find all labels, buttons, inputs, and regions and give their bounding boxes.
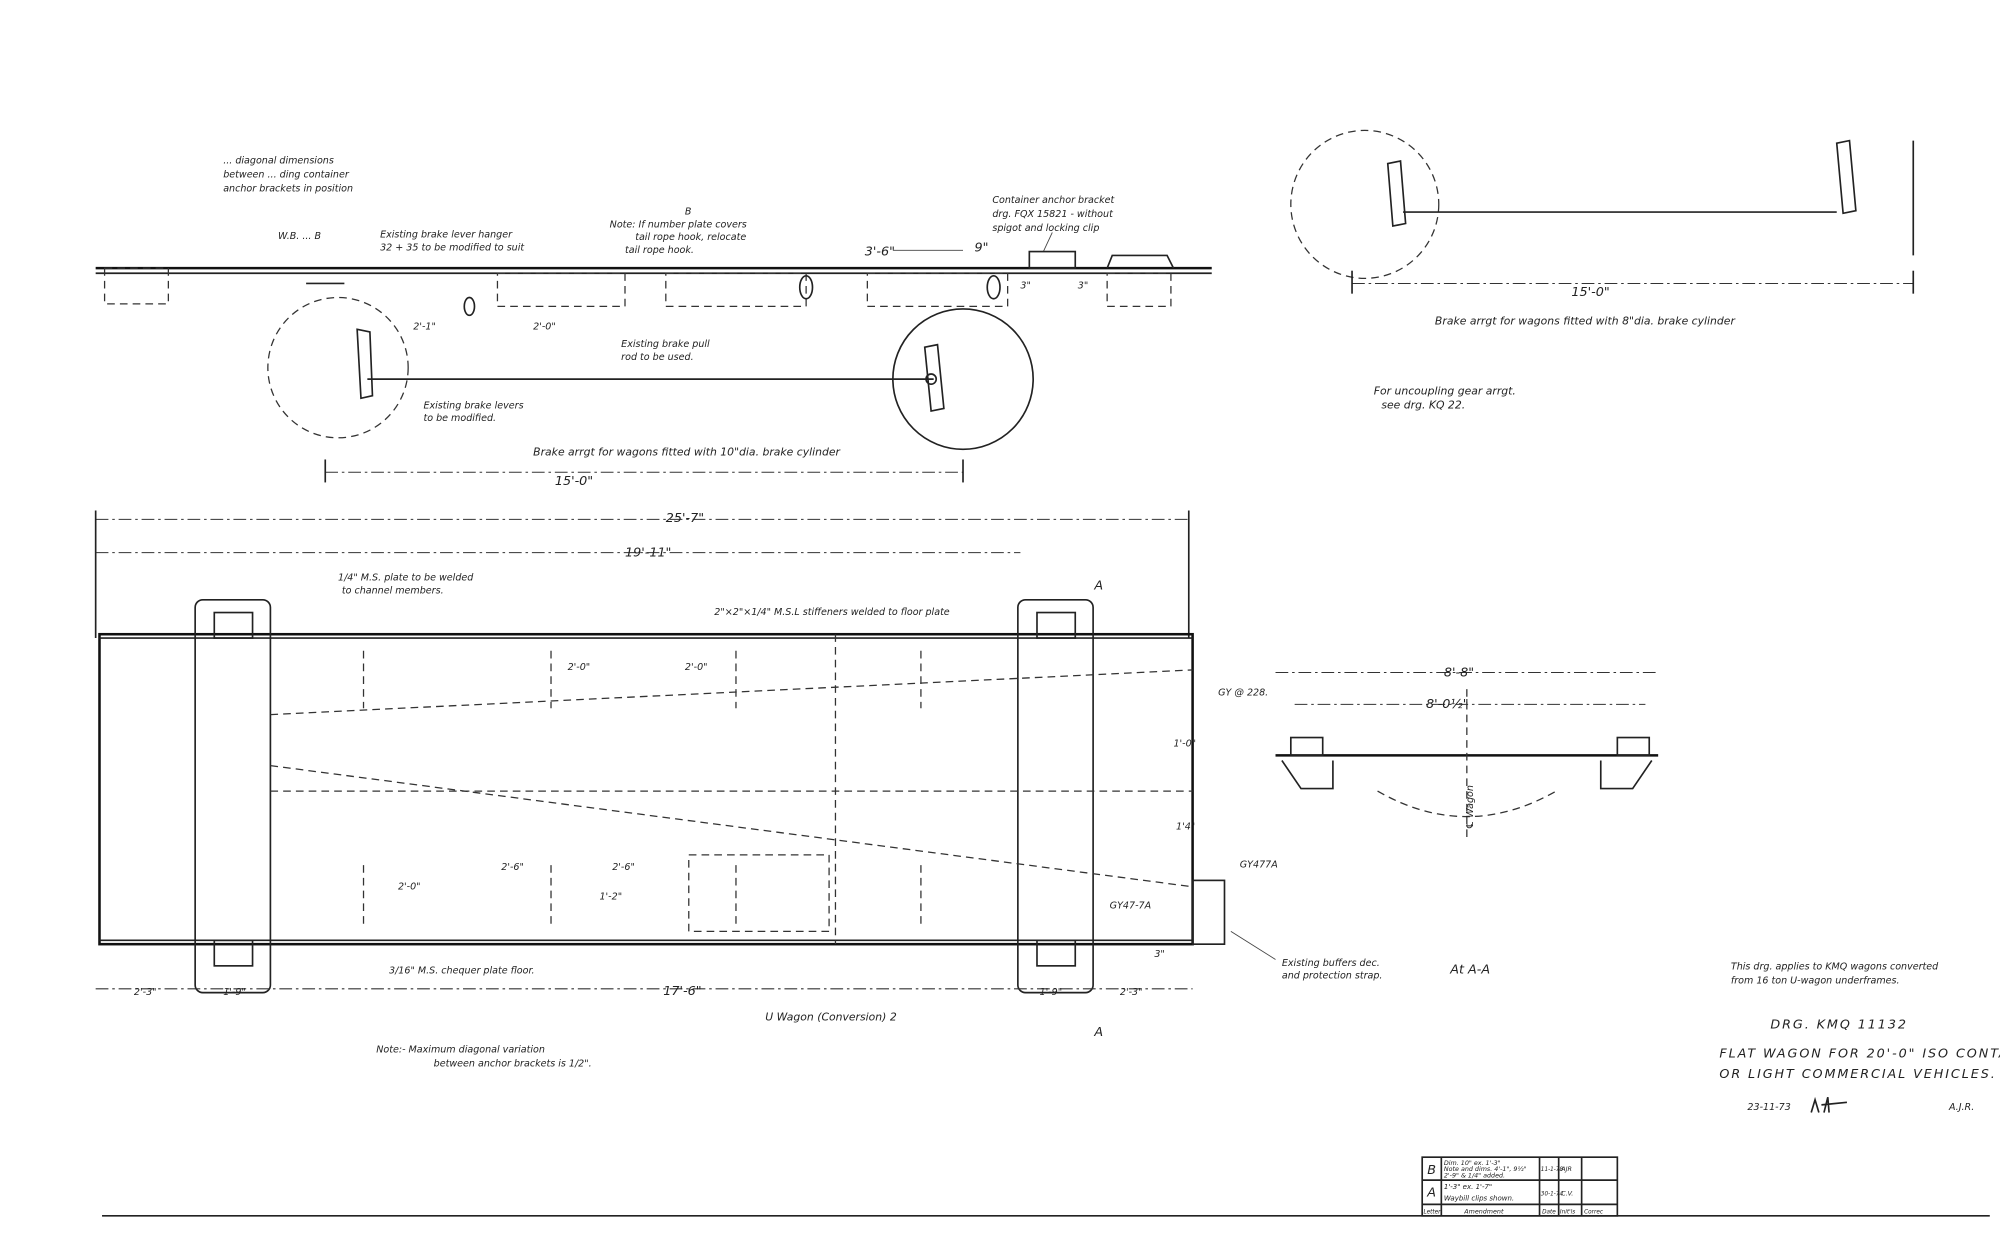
- signature: [1810, 1096, 1848, 1113]
- rev-header-correc: Correc: [1584, 1209, 1604, 1215]
- side-elevation: ... diagonal dimensions between ... ding…: [95, 156, 1212, 489]
- alt-brake-arrangement: 15'-0" Brake arrgt for wagons fitted wit…: [1290, 129, 1915, 411]
- dim-2-3-left: 2'-3": [134, 987, 157, 998]
- rev-a-amend-2: Waybill clips shown.: [1444, 1194, 1514, 1203]
- note-container-3: spigot and locking clip: [992, 223, 1099, 234]
- dim-1-4: 1'4": [1176, 821, 1195, 832]
- revision-table: B Dim. 10" ex. 1'-3" Note and dims. 4'-1…: [102, 1156, 1990, 1217]
- dim-2-3-right: 2'-3": [1120, 987, 1143, 998]
- note-hanger-1: Existing brake lever hanger: [380, 230, 513, 241]
- note-container-2: drg. FQX 15821 - without: [992, 209, 1114, 220]
- note-b-letter: B: [685, 207, 692, 218]
- note-pull-rod-1: Existing brake pull: [621, 339, 710, 350]
- dim-9: 9": [974, 241, 988, 256]
- note-levers-2: to be modified.: [423, 413, 496, 424]
- note-buffers-2: and protection strap.: [1282, 971, 1383, 982]
- dim-8-8: 8'-8": [1444, 665, 1474, 680]
- label-gy47-7a: GY47-7A: [1110, 900, 1151, 911]
- rev-header-date: Date: [1542, 1209, 1556, 1215]
- rev-b-date: 11-1-78: [1541, 1167, 1564, 1173]
- note-buffers-1: Existing buffers dec.: [1282, 958, 1380, 969]
- section-mark-top: A: [1093, 579, 1103, 594]
- drawing-title-1: FLAT WAGON FOR 20'-0" ISO CONTAINER: [1719, 1047, 2000, 1062]
- note-diagonal-2: between ... ding container: [223, 170, 350, 181]
- rev-b-initials: AJR: [1560, 1165, 1572, 1173]
- rev-a-letter: A: [1426, 1186, 1436, 1201]
- rev-b-amend-3: 2'-9" & 1/4" added.: [1444, 1172, 1505, 1180]
- note-wb: W.B. ... B: [278, 231, 321, 242]
- dim-8-0-half: 8'-0½": [1426, 697, 1469, 712]
- note-hanger-2: 32 + 35 to be modified to suit: [380, 242, 525, 253]
- note-floor: 3/16" M.S. chequer plate floor.: [389, 966, 535, 977]
- dim-2-1: 2'-1": [413, 321, 436, 332]
- note-b-3: tail rope hook.: [625, 245, 694, 256]
- rev-header-amendment: Amendment: [1463, 1207, 1504, 1215]
- note-max-diagonal-2: between anchor brackets is 1/2".: [434, 1059, 592, 1070]
- note-b-2: tail rope hook, relocate: [635, 232, 746, 243]
- dim-2-6-a: 2'-6": [501, 862, 524, 873]
- center-line-label: ℄ Wagon: [1465, 785, 1476, 829]
- rev-b-letter: B: [1427, 1163, 1436, 1178]
- dim-15-0-right: 15'-0": [1571, 285, 1609, 300]
- note-max-diagonal-1: Note:- Maximum diagonal variation: [376, 1045, 545, 1056]
- label-gy477a: GY477A: [1240, 860, 1278, 871]
- note-diagonal-3: anchor brackets in position: [223, 184, 353, 195]
- rev-header-initials: Init'ls: [1560, 1209, 1575, 1215]
- dim-3: 3": [1154, 949, 1164, 960]
- brake-caption-10in: Brake arrgt for wagons fitted with 10"di…: [533, 446, 841, 459]
- dim-3-6: 3'-6": [865, 244, 895, 259]
- dim-2-0-c: 2'-0": [398, 881, 421, 892]
- dim-2-0-brake: 2'-0": [533, 321, 556, 332]
- note-pull-rod-2: rod to be used.: [621, 352, 693, 363]
- dim-2-0-b: 2'-0": [685, 662, 708, 673]
- rev-b-amend-1: Dim. 10" ex. 1'-3": [1444, 1159, 1501, 1167]
- note-uncoupling-2: see drg. KQ 22.: [1381, 398, 1465, 411]
- applies-note-2: from 16 ton U-wagon underframes.: [1731, 976, 1900, 987]
- rev-a-amend-1: 1'-3" ex. 1'-7": [1444, 1182, 1492, 1191]
- note-plate-1: 1/4" M.S. plate to be welded: [338, 573, 474, 584]
- dim-2-0-a: 2'-0": [568, 662, 591, 673]
- dim-25-7: 25'-7": [666, 511, 704, 526]
- brake-caption-8in: Brake arrgt for wagons fitted with 8"dia…: [1435, 314, 1737, 327]
- rev-a-date: 30-1-74: [1541, 1191, 1564, 1197]
- note-plate-2: to channel members.: [342, 585, 444, 596]
- dim-3a: 3": [1020, 281, 1030, 292]
- drawing-date: 23-11-73: [1747, 1102, 1790, 1113]
- applies-note-1: This drg. applies to KMQ wagons converte…: [1731, 962, 1939, 973]
- note-container-1: Container anchor bracket: [992, 195, 1115, 206]
- dim-1-9-left: 1'-9": [223, 987, 246, 998]
- dim-15-0-left: 15'-0": [555, 474, 593, 489]
- note-levers-1: Existing brake levers: [423, 400, 523, 411]
- dim-1-0: 1'-0": [1173, 738, 1196, 749]
- drawing-title-2: OR LIGHT COMMERCIAL VEHICLES.: [1719, 1067, 1996, 1082]
- title-block: This drg. applies to KMQ wagons converte…: [1719, 962, 2000, 1113]
- rev-b-amend-2: Note and dims. 4'-1", 9½": [1444, 1165, 1527, 1173]
- section-mark-bottom: A: [1093, 1025, 1103, 1040]
- rev-header-letter: Letter: [1423, 1209, 1441, 1215]
- plan-title: U Wagon (Conversion) 2: [765, 1011, 897, 1024]
- section-title: At A-A: [1449, 963, 1490, 978]
- dim-1-9-right: 1'-9": [1040, 987, 1063, 998]
- note-diagonal-1: ... diagonal dimensions: [223, 156, 334, 167]
- note-b-1: Note: If number plate covers: [610, 219, 747, 230]
- drawing-number: DRG. KMQ 11132: [1770, 1017, 1907, 1032]
- note-stiffeners: 2"×2"×1/4" M.S.L stiffeners welded to fl…: [714, 607, 950, 618]
- dim-3b: 3": [1078, 281, 1088, 292]
- plan-view: 25'-7" 19'-11" 1/4" M.S. plate to be wel…: [94, 510, 1383, 1070]
- dim-19-11: 19'-11": [625, 545, 671, 560]
- drawing-initials: A.J.R.: [1948, 1102, 1974, 1113]
- dim-2-6-b: 2'-6": [612, 862, 635, 873]
- section-a-a: 8'-8" 8'-0½" ℄ Wagon At A-A: [1275, 665, 1659, 978]
- label-gy228: GY @ 228.: [1218, 687, 1268, 698]
- rev-a-initials: C.V.: [1561, 1189, 1573, 1197]
- note-uncoupling-1: For uncoupling gear arrgt.: [1374, 384, 1516, 397]
- dim-1-2: 1'-2": [599, 892, 622, 903]
- dim-17-6: 17'-6": [663, 984, 701, 999]
